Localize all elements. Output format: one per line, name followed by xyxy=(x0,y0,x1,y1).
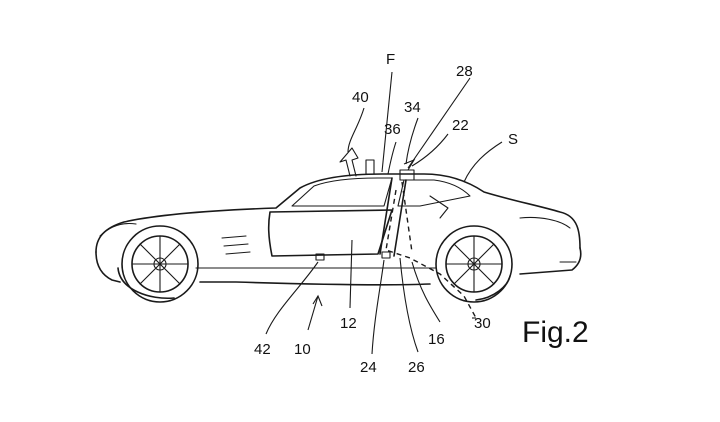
rear-wheel xyxy=(435,225,513,303)
ref-22: 22 xyxy=(452,117,469,134)
ref-36: 36 xyxy=(384,121,401,138)
ref-16: 16 xyxy=(428,331,445,348)
ref-24: 24 xyxy=(360,359,377,376)
ref-F: F xyxy=(386,51,395,68)
ref-28: 28 xyxy=(456,63,473,80)
ref-26: 26 xyxy=(408,359,425,376)
front-wheel xyxy=(121,225,199,303)
roof-components xyxy=(315,147,477,319)
ref-40: 40 xyxy=(352,89,369,106)
ref-10: 10 xyxy=(294,341,311,358)
ref-S: S xyxy=(508,131,518,148)
leader-lines xyxy=(265,71,503,355)
ref-30: 30 xyxy=(474,315,491,332)
ref-12: 12 xyxy=(340,315,357,332)
ref-42: 42 xyxy=(254,341,271,358)
figure-caption: Fig.2 xyxy=(522,316,589,349)
ref-34: 34 xyxy=(404,99,421,116)
